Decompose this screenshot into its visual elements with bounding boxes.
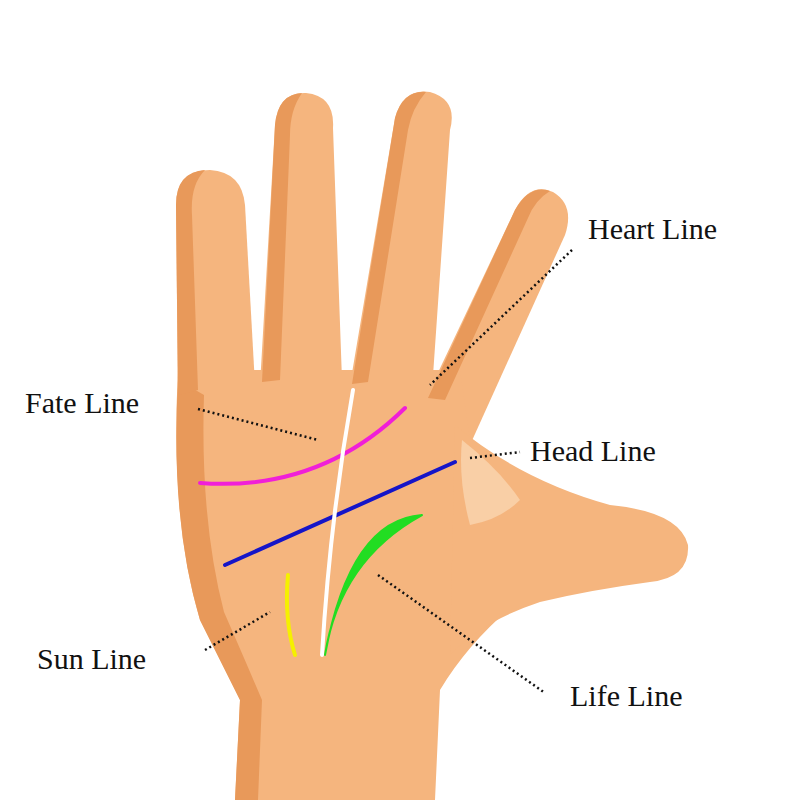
leader-line xyxy=(205,612,270,650)
ring-finger xyxy=(260,93,342,385)
thumb-highlight xyxy=(461,440,520,525)
leader-line xyxy=(430,250,572,385)
finger-shadow xyxy=(176,170,205,395)
yellow-line xyxy=(287,575,295,655)
line-label: Life Line xyxy=(570,679,682,712)
leader-line xyxy=(470,452,520,458)
finger-shadow xyxy=(352,92,426,384)
pinky-finger xyxy=(176,170,255,400)
green-line xyxy=(325,515,422,655)
hand-shadow xyxy=(176,380,262,800)
white-line xyxy=(322,390,353,655)
line-label: Fate Line xyxy=(25,386,139,419)
leader-lines xyxy=(198,250,572,693)
thumb xyxy=(450,425,688,655)
line-label: Head Line xyxy=(530,434,656,467)
leader-line xyxy=(378,575,545,693)
line-label: Heart Line xyxy=(588,212,717,245)
line-label: Sun Line xyxy=(37,642,146,675)
finger-shadow xyxy=(262,93,302,382)
pink-line xyxy=(200,408,405,484)
leader-line xyxy=(198,409,318,440)
middle-finger xyxy=(350,92,452,390)
finger-shadow xyxy=(428,190,550,400)
hand xyxy=(176,92,688,800)
